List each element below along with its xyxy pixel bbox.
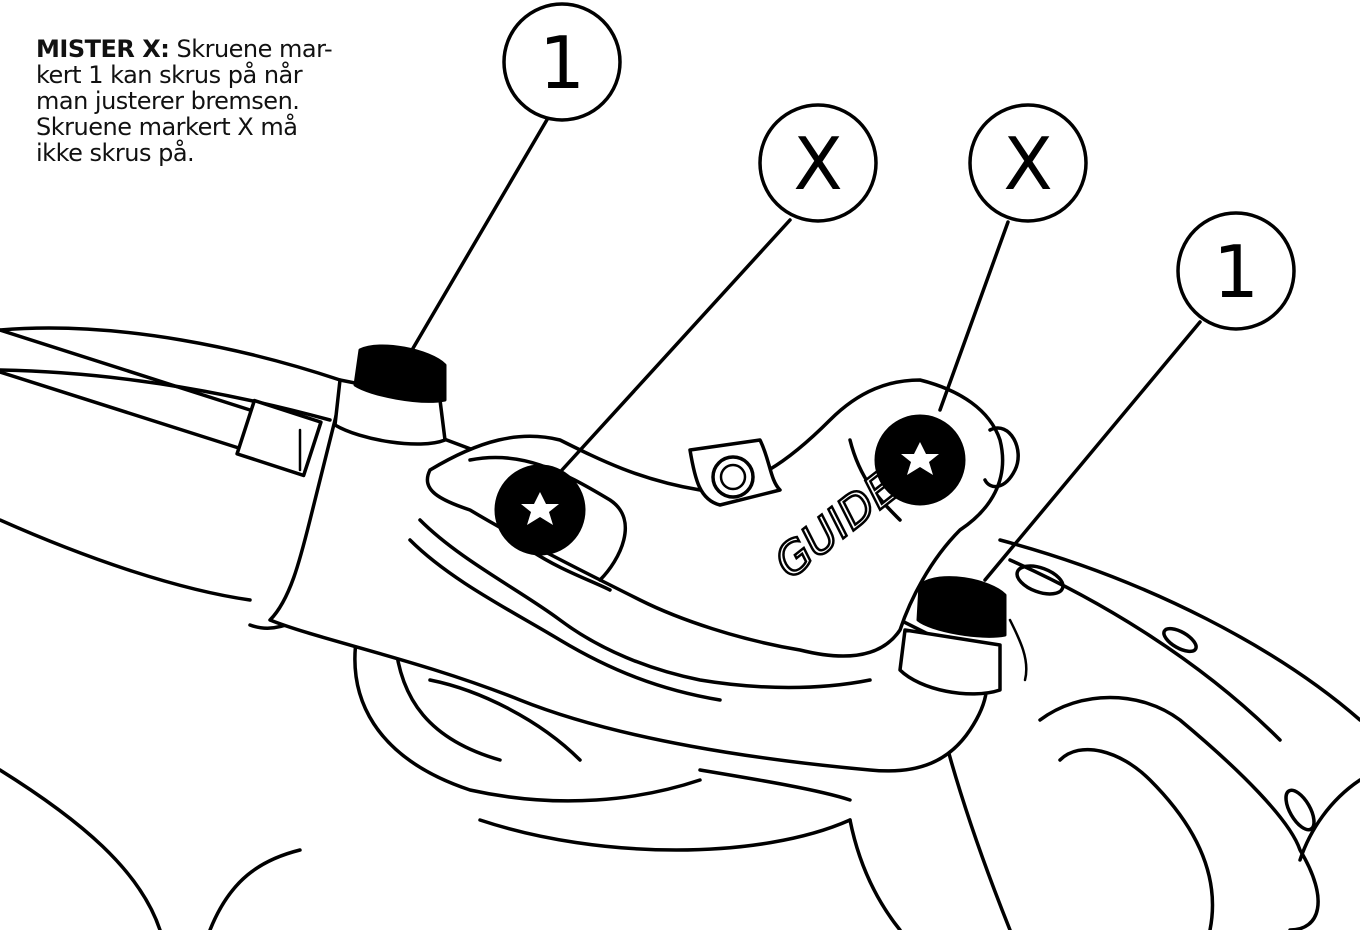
callout-x-right: X [968,103,1088,223]
callout-label: X [1003,122,1052,206]
callout-leader-x-right [938,220,1010,412]
callout-label: X [793,122,842,206]
caption-line-4: Skruene markert X må [36,113,298,141]
callout-label: 1 [1213,230,1259,314]
callout-leader-1-left [410,116,550,352]
caption-line-5: ikke skrus på. [36,139,195,167]
caliper-body [268,378,1020,773]
frame-and-rotor [0,326,1360,930]
fixed-screw-left [494,464,586,556]
callout-leader-x-left [560,218,792,472]
fixed-screw-right [874,414,966,506]
brake-hose [0,328,323,478]
callout-label: 1 [539,21,585,105]
caption-lead: MISTER X: [36,35,170,63]
adjust-screw-right [898,576,1007,696]
callout-x-left: X [758,103,878,223]
callout-leader-1-right [983,320,1202,582]
caption-line-1: Skruene mar- [176,35,333,63]
caption: MISTER X: Skruene mar- kert 1 kan skrus … [36,36,336,166]
adjust-screw-left [333,344,447,446]
callout-1-left: 1 [502,2,622,122]
caption-line-2: kert 1 kan skrus på når [36,61,303,89]
caption-line-3: man justerer bremsen. [36,87,300,115]
callout-1-right: 1 [1176,211,1296,331]
